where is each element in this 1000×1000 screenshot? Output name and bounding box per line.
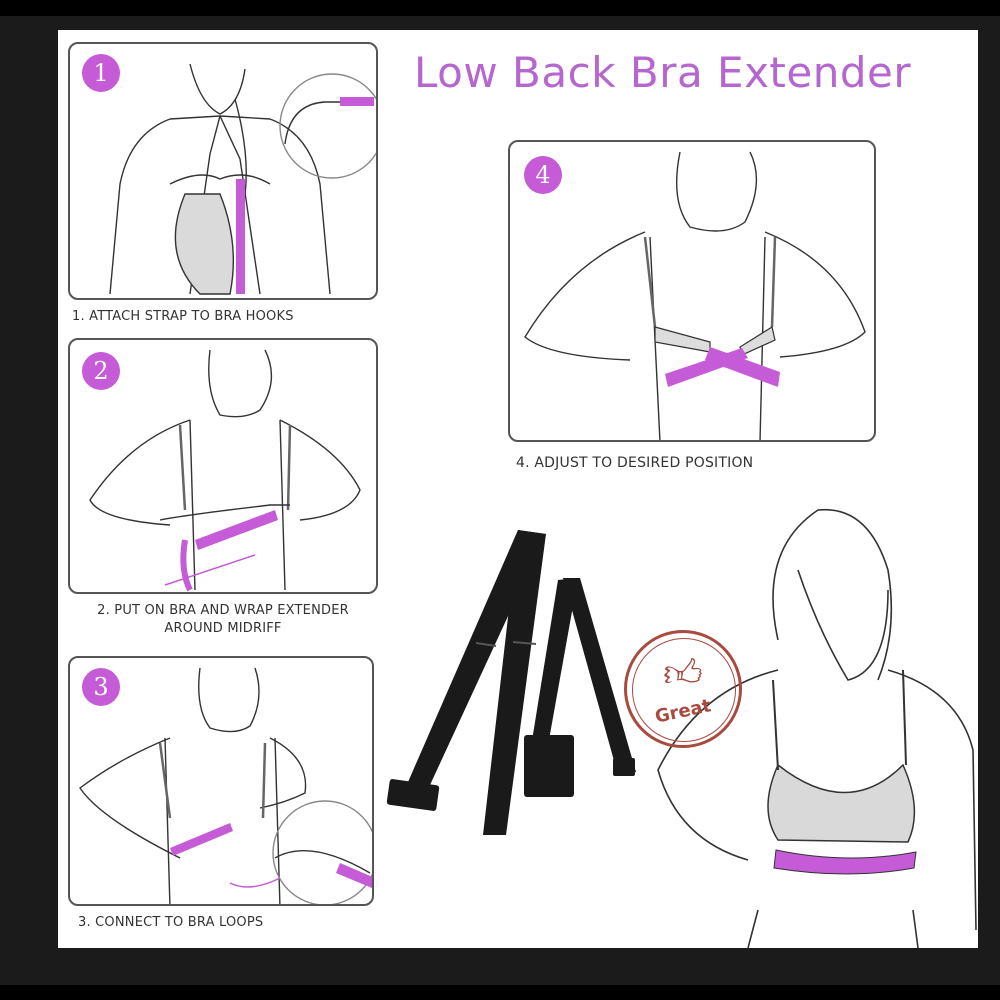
bottom-frame-bar — [0, 985, 1000, 1000]
step-4-illustration — [524, 151, 866, 440]
step-4-panel: 4 — [508, 140, 876, 442]
product-straps-image — [386, 530, 636, 835]
step-4-badge: 4 — [524, 156, 562, 194]
step-2-caption: 2. PUT ON BRA AND WRAP EXTENDER AROUND M… — [68, 602, 378, 638]
instruction-sheet: Low Back Bra Extender 1 1. ATTACH STRAP … — [58, 30, 978, 948]
step-2-panel: 2 — [68, 338, 378, 594]
step-2-caption-line1: 2. PUT ON BRA AND WRAP EXTENDER — [97, 603, 349, 618]
step-3-caption: 3. CONNECT TO BRA LOOPS — [78, 915, 264, 930]
step-3-illustration — [79, 667, 372, 904]
model-illustration — [657, 508, 977, 948]
step-4-caption: 4. ADJUST TO DESIRED POSITION — [516, 455, 754, 471]
thumbs-up-icon: 👍︎ — [663, 651, 703, 695]
great-stamp: 👍︎ Great — [624, 630, 742, 748]
step-3-panel: 3 — [68, 656, 374, 906]
step-2-illustration — [89, 349, 361, 592]
step-1-illustration — [109, 63, 376, 295]
step-1-caption: 1. ATTACH STRAP TO BRA HOOKS — [72, 309, 294, 324]
step-1-panel: 1 — [68, 42, 378, 300]
step-2-badge: 2 — [82, 352, 120, 390]
step-1-badge: 1 — [82, 54, 120, 92]
page-title: Low Back Bra Extender — [414, 48, 912, 97]
step-2-caption-line2: AROUND MIDRIFF — [164, 621, 282, 636]
top-frame-bar — [0, 0, 1000, 16]
step-3-badge: 3 — [82, 668, 120, 706]
